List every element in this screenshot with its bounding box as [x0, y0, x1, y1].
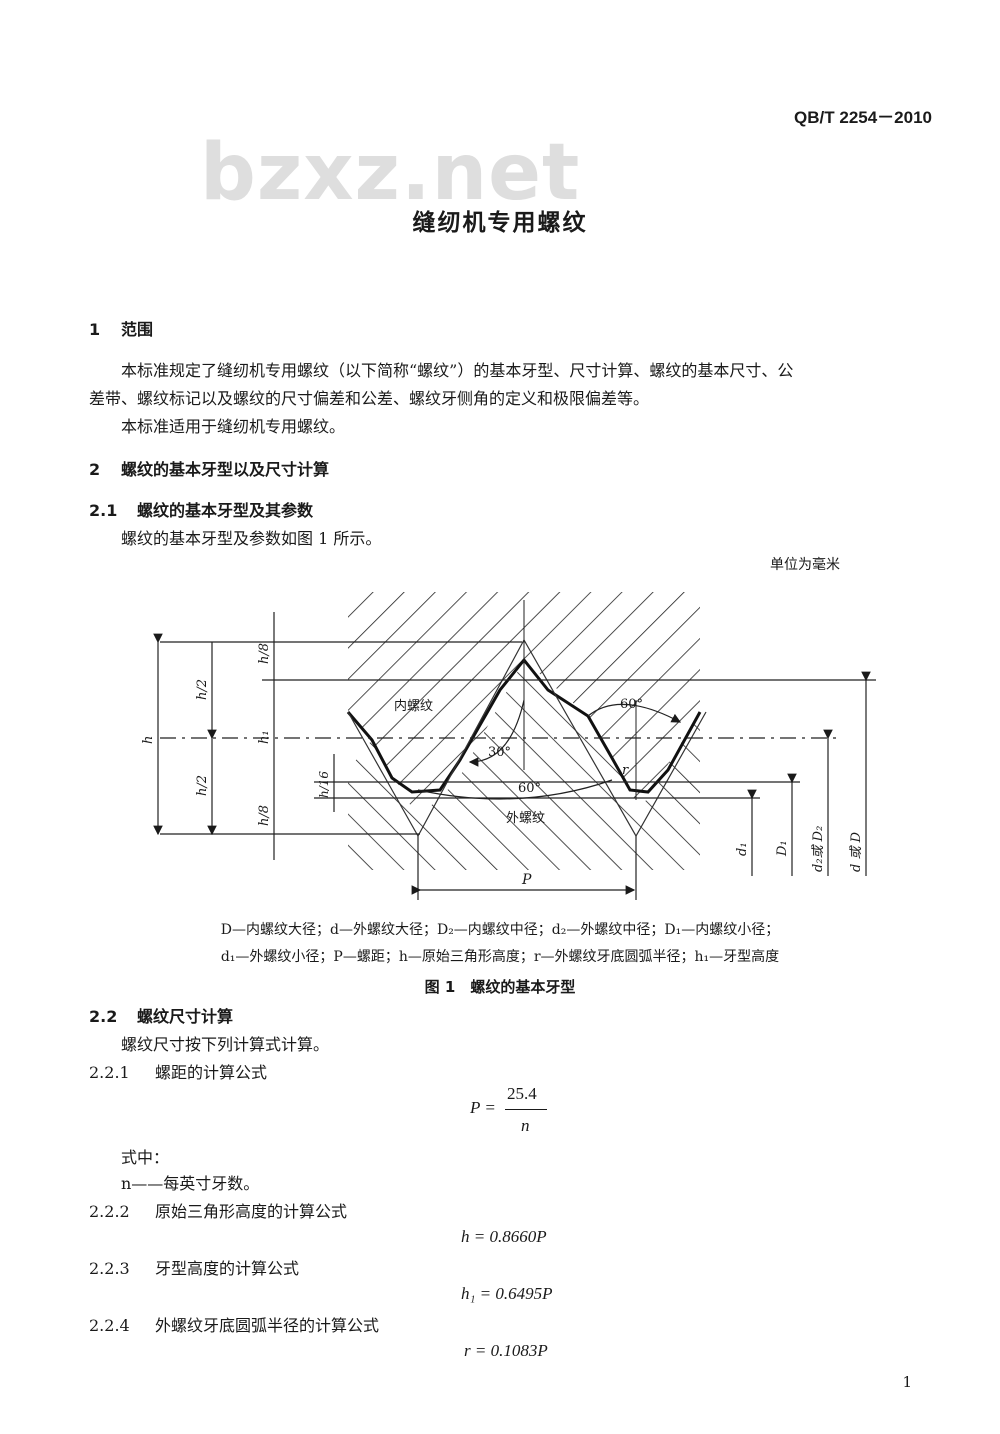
label-h8-top: h/8	[257, 643, 272, 664]
section-title: 牙型高度的计算公式	[155, 1259, 300, 1278]
paragraph-line: 本标准规定了缝纫机专用螺纹（以下简称“螺纹”）的基本牙型、尺寸计算、螺纹的基本尺…	[121, 361, 794, 380]
label-angle-30: 30°	[488, 745, 511, 760]
section-title: 范围	[121, 320, 154, 339]
section-title: 螺纹的基本牙型及其参数	[137, 501, 314, 520]
section-number: 2.2	[89, 1007, 118, 1026]
label-h: h	[141, 736, 156, 744]
figure-title: 图 1 螺纹的基本牙型	[424, 978, 576, 996]
section-title: 原始三角形高度的计算公式	[155, 1202, 348, 1221]
section-number: 1	[89, 320, 101, 339]
page-number: 1	[902, 1373, 912, 1391]
label-d1: d₁	[735, 842, 750, 856]
section-title: 螺纹尺寸计算	[137, 1007, 234, 1026]
section-2-2-2-heading: 2.2.2 原始三角形高度的计算公式	[89, 1198, 347, 1222]
section-2-2-1-heading: 2.2.1 螺距的计算公式	[89, 1059, 267, 1083]
angle-60-top-arc	[587, 703, 682, 723]
section-number: 2.2.3	[89, 1259, 130, 1278]
section-number: 2.1	[89, 501, 118, 520]
document-title: 缝纫机专用螺纹	[412, 210, 588, 236]
label-h8-bottom: h/8	[257, 805, 272, 826]
where-label: 式中：	[121, 1148, 170, 1167]
label-d2-D2: d₂或 D₂	[811, 826, 826, 872]
label-h16: h/16	[317, 771, 331, 798]
paragraph-line: 差带、螺纹标记以及螺纹的尺寸偏差和公差、螺纹牙侧角的定义和极限偏差等。	[89, 389, 650, 408]
label-internal-thread: 内螺纹	[394, 698, 433, 714]
variable-definition: n——每英寸牙数。	[121, 1174, 260, 1193]
section-title: 螺纹的基本牙型以及尺寸计算	[121, 460, 330, 479]
label-h2-top: h/2	[195, 679, 210, 700]
figure-legend-line: d₁—外螺纹小径；P—螺距；h—原始三角形高度；r—外螺纹牙底圆弧半径；h₁—牙…	[220, 949, 780, 965]
section-number: 2.2.4	[89, 1316, 130, 1335]
formula-h1: h₁ = 0.6495P	[461, 1284, 553, 1303]
paragraph: 螺纹的基本牙型及参数如图 1 所示。	[121, 529, 382, 548]
formula-pitch-lhs: P =	[470, 1098, 496, 1117]
section-number: 2.2.2	[89, 1202, 130, 1221]
formula-h: h = 0.8660P	[461, 1227, 547, 1246]
label-h1: h₁	[257, 730, 272, 744]
section-number: 2.2.1	[89, 1063, 130, 1082]
formula-pitch-denominator: n	[521, 1116, 530, 1135]
paragraph: 本标准适用于缝纫机专用螺纹。	[121, 417, 346, 436]
section-title: 螺距的计算公式	[155, 1063, 268, 1082]
angle-30-arc	[468, 699, 525, 767]
label-D1: D₁	[775, 840, 790, 857]
fraction-bar	[505, 1109, 547, 1110]
section-2-1-heading: 2.1 螺纹的基本牙型及其参数	[89, 497, 313, 521]
watermark: bzxz.net	[200, 128, 581, 218]
section-number: 2	[89, 460, 101, 479]
label-d-D: d 或 D	[849, 831, 864, 872]
thread-profile-figure: h/8 h/2 h h₁ h/2 h/16 h/8 内螺纹 外螺纹 60° 30…	[141, 592, 876, 900]
paragraph: 螺纹尺寸按下列计算式计算。	[121, 1035, 330, 1054]
section-title: 外螺纹牙底圆弧半径的计算公式	[155, 1316, 380, 1335]
internal-thread-body	[348, 592, 700, 818]
label-angle-60-top: 60°	[620, 697, 643, 712]
label-r: r	[622, 763, 629, 778]
unit-note: 单位为毫米	[770, 557, 840, 573]
section-2-heading: 2 螺纹的基本牙型以及尺寸计算	[89, 456, 329, 480]
label-h2-bottom: h/2	[195, 775, 210, 796]
section-1-heading: 1 范围	[89, 316, 153, 340]
section-2-2-4-heading: 2.2.4 外螺纹牙底圆弧半径的计算公式	[89, 1312, 379, 1336]
formula-r: r = 0.1083P	[464, 1341, 548, 1360]
angle-60-bottom-arc	[417, 779, 613, 800]
label-angle-60-bottom: 60°	[518, 781, 541, 796]
section-2-2-3-heading: 2.2.3 牙型高度的计算公式	[89, 1255, 299, 1279]
label-external-thread: 外螺纹	[506, 811, 545, 826]
standard-number: QB/T 2254－2010	[794, 108, 932, 127]
figure-legend-line: D—内螺纹大径；d—外螺纹大径；D₂—内螺纹中径；d₂—外螺纹中径；D₁—内螺纹…	[220, 922, 780, 938]
section-2-2-heading: 2.2 螺纹尺寸计算	[89, 1003, 233, 1027]
formula-pitch-numerator: 25.4	[507, 1084, 537, 1103]
label-P: P	[521, 872, 532, 888]
